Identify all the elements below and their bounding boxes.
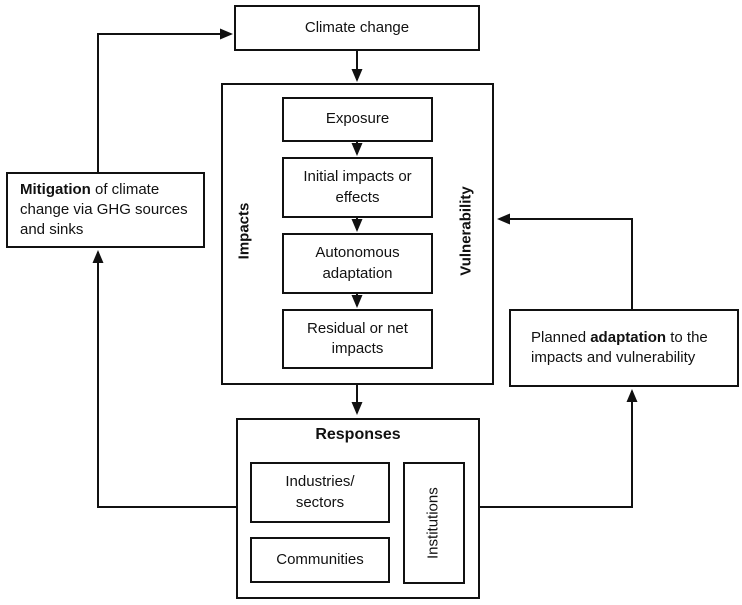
institutions-label: Institutions (424, 487, 442, 559)
impacts-axis-label: Impacts (235, 202, 253, 260)
initial-impacts-label: Initial impacts or effects (303, 168, 412, 206)
climate-change-box: Climate change (234, 5, 480, 51)
arrow-mitigation-to-climate-change (97, 28, 233, 172)
industries-sectors-label: Industries/ sectors (285, 473, 355, 511)
autonomous-adaptation-label: Autonomous adaptation (315, 244, 400, 282)
exposure-box: Exposure (282, 97, 433, 142)
residual-impacts-box: Residual or net impacts (282, 309, 433, 369)
climate-change-label: Climate change (304, 18, 410, 36)
vulnerability-axis-label: Vulnerability (457, 186, 475, 276)
autonomous-adaptation-box: Autonomous adaptation (282, 233, 433, 294)
communities-label: Communities (276, 550, 364, 568)
planned-adaptation-label: Planned adaptation to the impacts and vu… (531, 328, 708, 366)
initial-impacts-box: Initial impacts or effects (282, 157, 433, 218)
responses-container (236, 418, 480, 599)
mitigation-label: Mitigation of climate change via GHG sou… (20, 180, 188, 239)
impacts-vulnerability-container (221, 83, 494, 385)
arrow-planned-adaptation-to-system (497, 213, 633, 309)
arrow-responses-to-mitigation (92, 250, 236, 508)
mitigation-box: Mitigation of climate change via GHG sou… (6, 172, 205, 248)
planned-adaptation-box: Planned adaptation to the impacts and vu… (509, 309, 739, 387)
industries-sectors-box: Industries/ sectors (250, 462, 390, 523)
arrow-responses-to-planned-adaptation (480, 389, 638, 508)
exposure-label: Exposure (325, 110, 390, 128)
responses-title: Responses (315, 426, 401, 443)
residual-impacts-label: Residual or net impacts (307, 319, 408, 357)
institutions-box: Institutions (403, 462, 465, 584)
communities-box: Communities (250, 537, 390, 583)
